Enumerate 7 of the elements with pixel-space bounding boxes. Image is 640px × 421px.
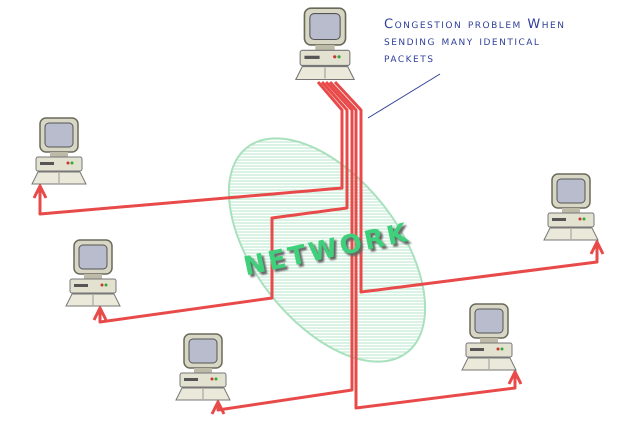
arrow [210, 80, 354, 416]
arrow [32, 81, 344, 216]
arrow [334, 80, 604, 294]
callout-text: Congestion problem When sending many identical packets [384, 16, 566, 67]
arrow [92, 81, 348, 324]
arrow [328, 80, 522, 410]
leader-line [368, 74, 440, 118]
